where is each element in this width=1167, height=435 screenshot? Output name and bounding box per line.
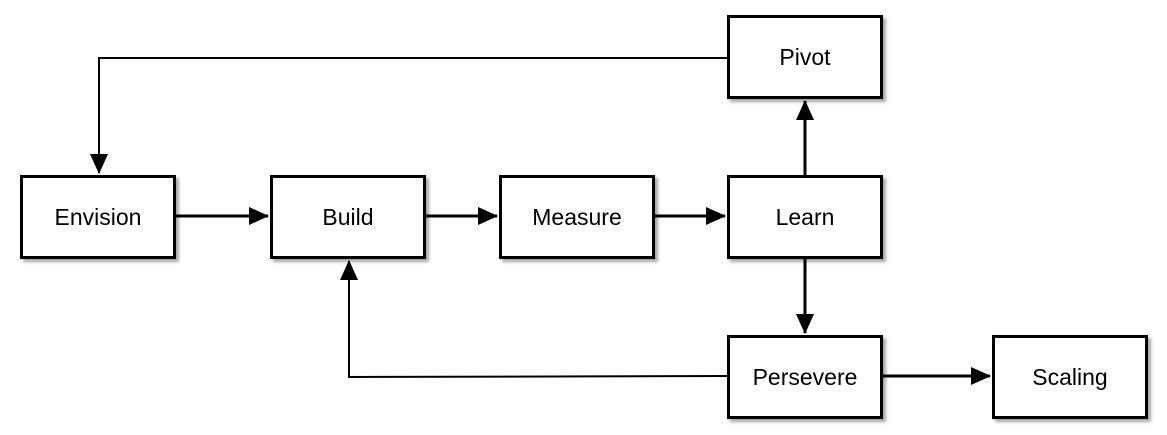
node-measure-label: Measure <box>532 203 622 230</box>
node-persevere-label: Persevere <box>752 363 858 390</box>
node-envision: Envision <box>20 175 176 259</box>
node-envision-label: Envision <box>54 203 142 230</box>
node-scaling-label: Scaling <box>1032 363 1108 390</box>
node-build: Build <box>270 175 426 259</box>
node-scaling: Scaling <box>992 335 1148 419</box>
node-persevere: Persevere <box>727 335 883 419</box>
edge-persevere-build <box>340 260 728 379</box>
node-measure: Measure <box>499 175 655 259</box>
node-learn-label: Learn <box>775 203 835 230</box>
node-learn: Learn <box>727 175 883 259</box>
edge-pivot-envision <box>90 57 727 174</box>
node-pivot: Pivot <box>727 15 883 99</box>
node-build-label: Build <box>322 203 374 230</box>
node-pivot-label: Pivot <box>779 43 831 70</box>
